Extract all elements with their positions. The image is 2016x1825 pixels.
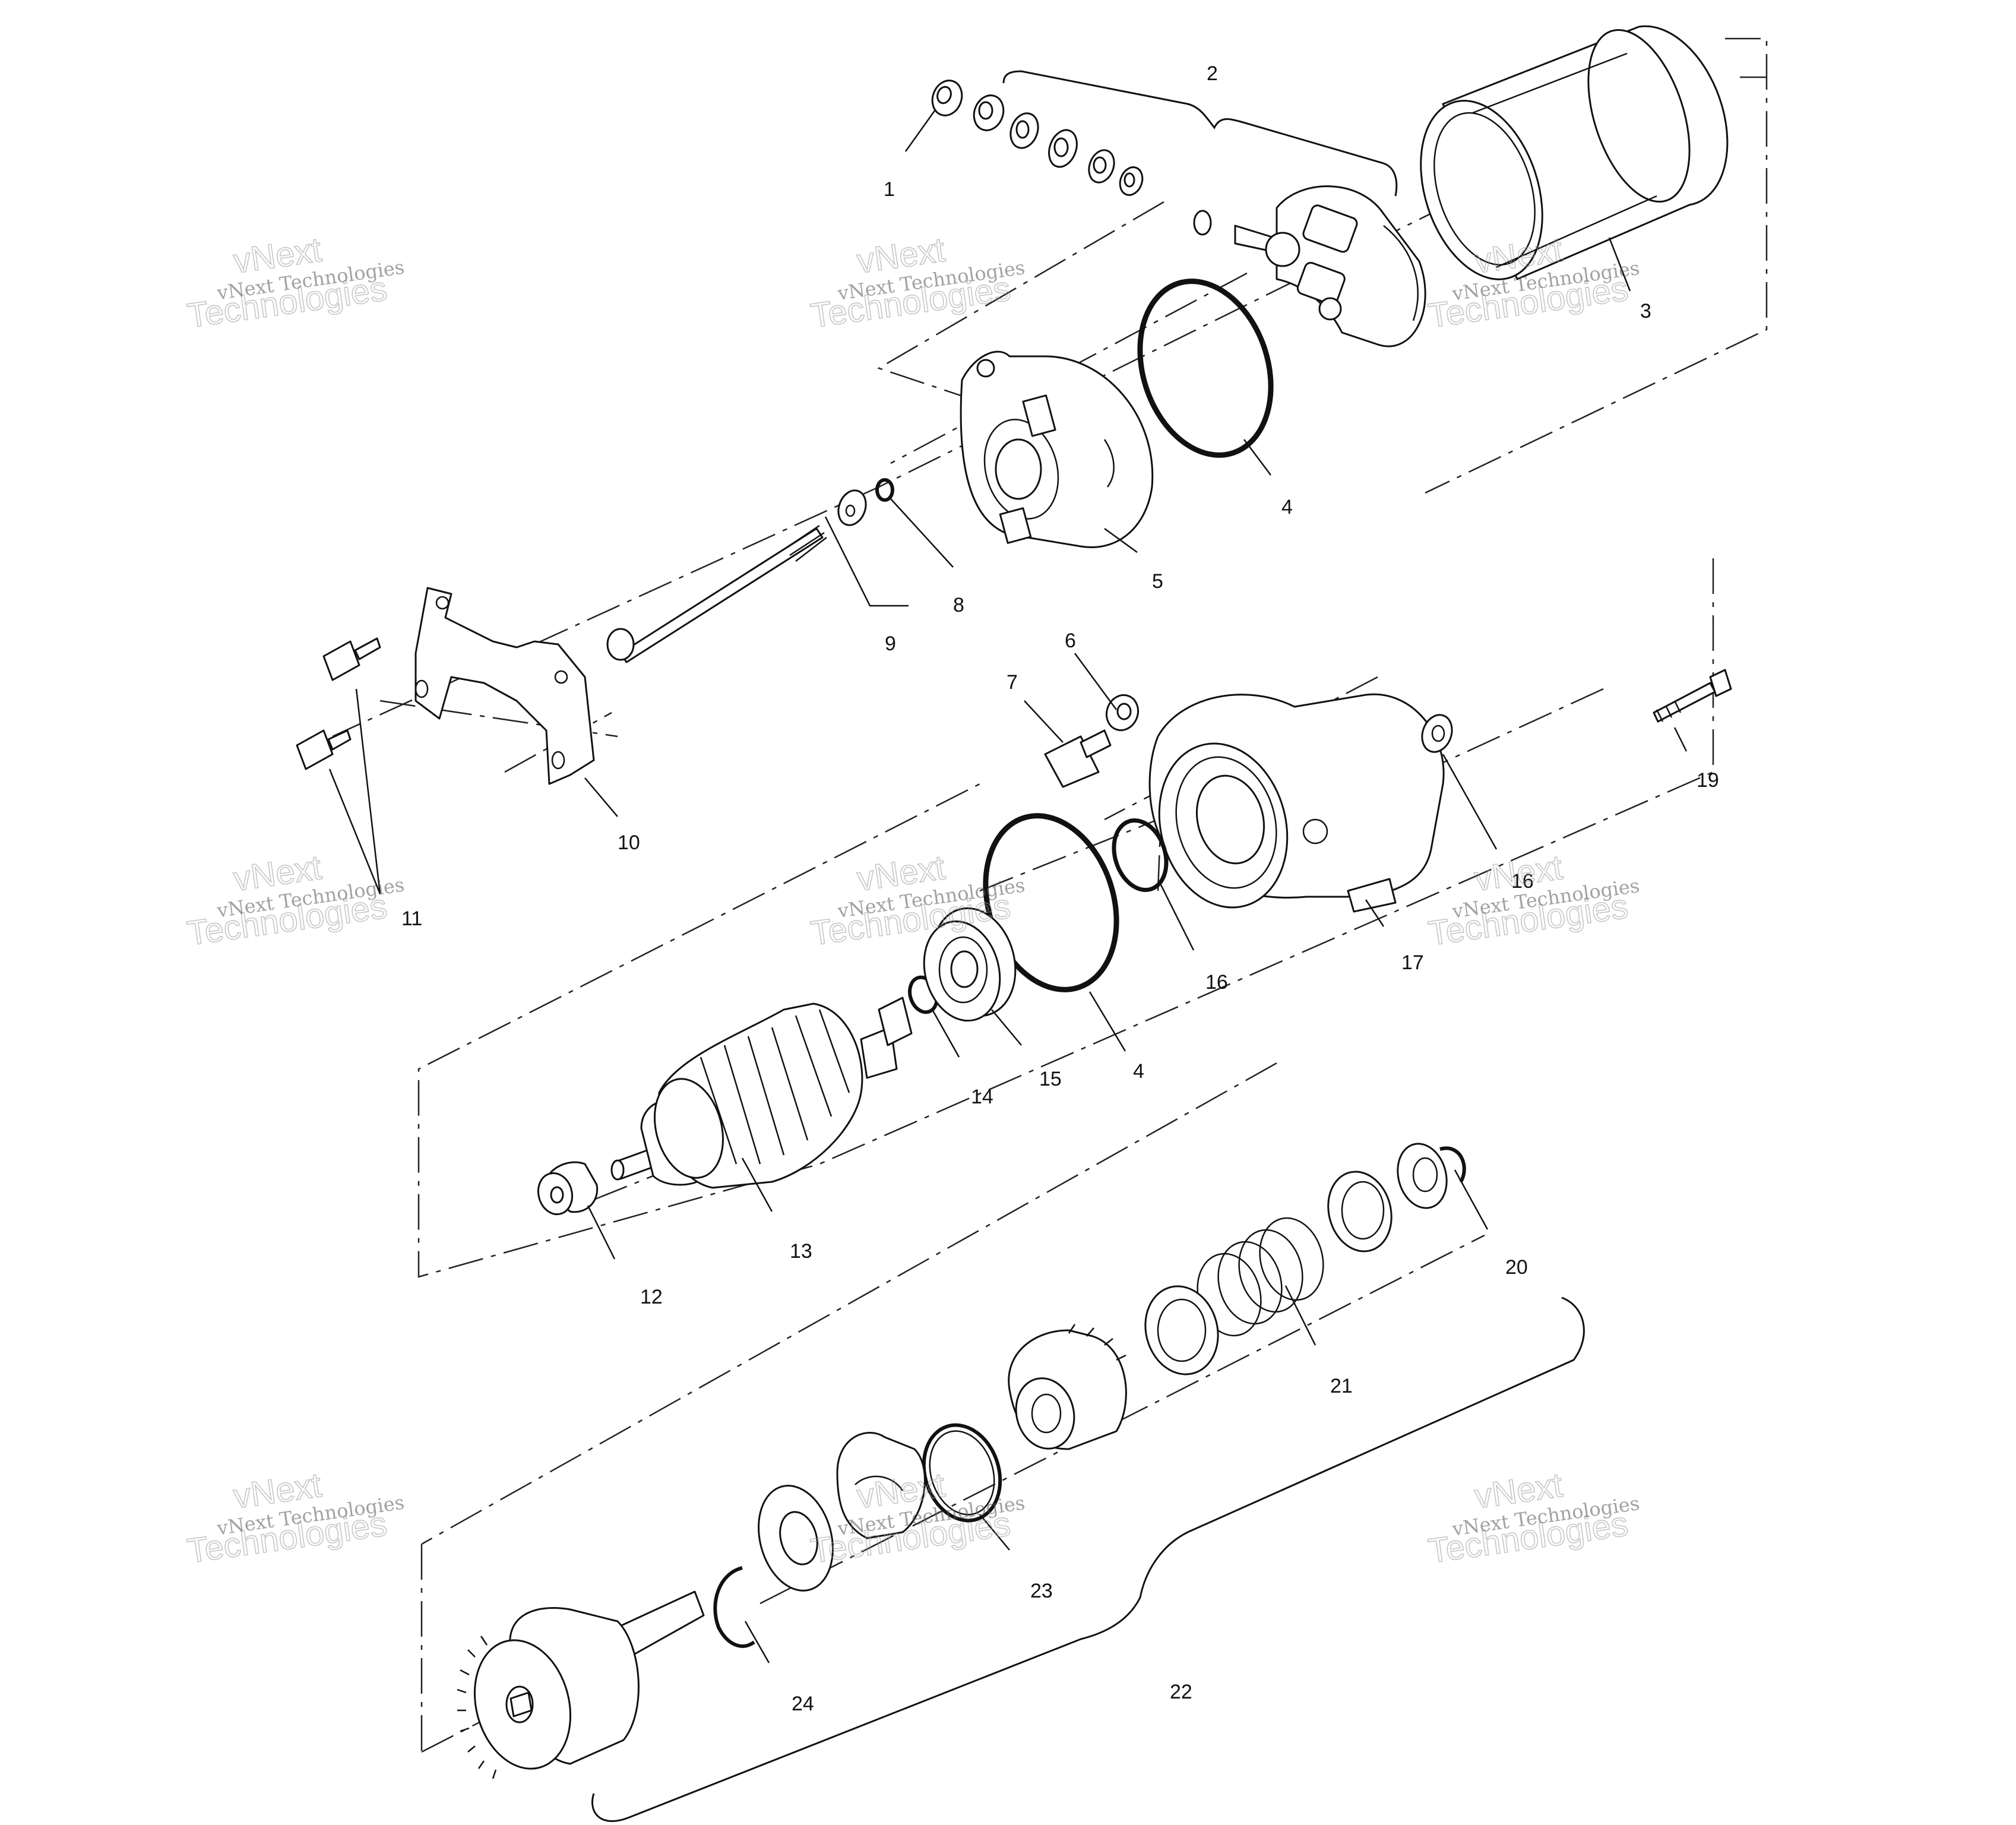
watermark-bottom-left: vNext Technologies vNext Technologies <box>184 1465 406 1571</box>
callout-6: 6 <box>1065 630 1076 652</box>
callout-19: 19 <box>1697 769 1719 792</box>
brace-2 <box>1002 70 1398 197</box>
brace-22 <box>591 1296 1585 1822</box>
part-rear-cover-5 <box>960 350 1154 548</box>
watermark-top-left: vNext Technologies vNext Technologies <box>184 230 406 336</box>
part-washer-set-2 <box>973 94 1144 196</box>
callout-3: 3 <box>1640 300 1651 322</box>
callout-21: 21 <box>1330 1375 1353 1397</box>
part-reduction-gear <box>457 1590 705 1779</box>
part-snap-ring-24 <box>713 1566 755 1648</box>
part-washer-18 <box>1421 714 1453 753</box>
callout-24: 24 <box>792 1693 814 1715</box>
callout-14: 14 <box>971 1086 993 1108</box>
callout-17: 17 <box>1401 951 1424 974</box>
part-small-ring-8 <box>875 478 894 502</box>
part-bolt-19 <box>1653 669 1732 723</box>
watermark-bottom-right: vNext Technologies vNext Technologies <box>1425 1465 1641 1571</box>
part-nut-1 <box>931 80 963 116</box>
callout-7: 7 <box>1007 671 1018 694</box>
watermark-bottom-center: vNext Technologies vNext Technologies <box>808 1465 1026 1571</box>
callout-9: 9 <box>885 632 896 655</box>
part-ring-23 <box>922 1423 1002 1523</box>
part-o-ring-4-upper <box>1137 279 1274 458</box>
callout-10: 10 <box>618 831 640 854</box>
part-bracket-10 <box>414 587 595 785</box>
part-clutch-shoe <box>836 1432 926 1539</box>
callout-23: 23 <box>1030 1580 1053 1602</box>
part-armature-13 <box>610 997 913 1189</box>
watermark-mid-right: vNext Technologies vNext Technologies <box>1425 847 1641 953</box>
part-terminal-bolt-7 <box>1044 729 1112 788</box>
callout-1: 1 <box>884 178 895 201</box>
part-front-housing-17 <box>1148 693 1445 913</box>
callout-15: 15 <box>1039 1068 1062 1090</box>
part-bolt-11-lower <box>296 729 352 770</box>
part-pinion-clutch <box>1008 1324 1127 1450</box>
callout-8: 8 <box>953 594 964 616</box>
callout-20: 20 <box>1505 1256 1528 1279</box>
leader-lines <box>328 109 1688 1663</box>
part-spring-21 <box>1144 1143 1448 1375</box>
callout-labels: 1 2 3 4 5 6 7 8 9 10 11 12 13 14 15 16 4… <box>401 62 1719 1715</box>
callout-5: 5 <box>1152 570 1163 593</box>
callout-2: 2 <box>1207 62 1218 85</box>
callout-4-lower: 4 <box>1133 1060 1144 1083</box>
watermark-top-center: vNext Technologies vNext Technologies <box>808 230 1026 336</box>
part-yoke-housing-3 <box>1420 25 1729 280</box>
part-washer-plate <box>758 1485 834 1592</box>
callout-16-right: 16 <box>1511 870 1534 893</box>
callout-22: 22 <box>1170 1681 1192 1703</box>
part-brush-holder <box>1193 185 1426 347</box>
part-clip-20 <box>1439 1146 1466 1183</box>
part-bolt-11-upper <box>322 637 381 681</box>
callout-13: 13 <box>790 1240 812 1263</box>
part-bearing-15 <box>923 907 1017 1022</box>
part-through-bolt-9 <box>606 489 867 663</box>
callout-4-upper: 4 <box>1281 496 1293 518</box>
part-washer-6 <box>1106 694 1139 732</box>
callout-11: 11 <box>401 907 422 930</box>
part-o-ring-16 <box>1112 818 1169 893</box>
part-bushing-12 <box>537 1161 599 1216</box>
callout-12: 12 <box>640 1286 663 1308</box>
callout-16-upper: 16 <box>1205 971 1228 994</box>
